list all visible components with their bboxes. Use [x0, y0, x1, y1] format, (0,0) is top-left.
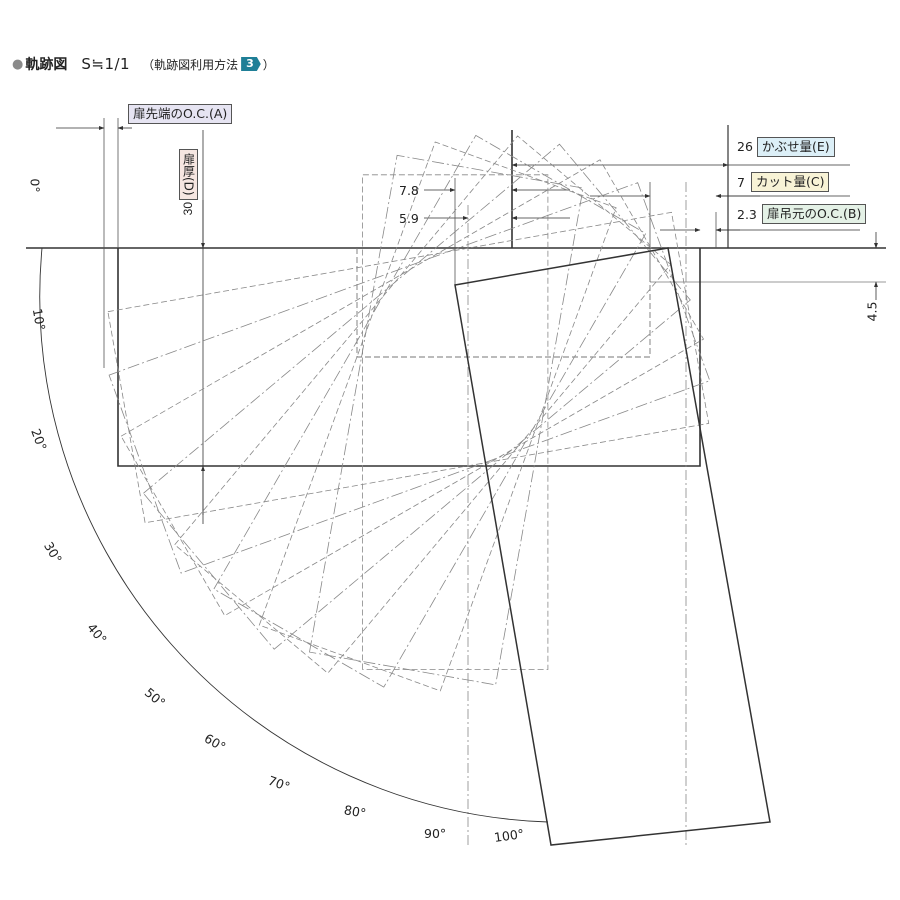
door-position-80: [309, 154, 584, 686]
door-position-10: [107, 211, 710, 524]
dim-78-label: 7.8: [399, 183, 419, 198]
reference-badge[interactable]: 3: [241, 57, 261, 71]
label-door-tip-oc: 扉先端のO.C.(A): [128, 104, 233, 124]
door-position-90: [362, 174, 549, 670]
label-cut-amount: カット量(C): [751, 172, 830, 192]
usage-reference-prefix: （軌跡図利用方法: [142, 57, 239, 72]
cut-value: 7: [737, 175, 745, 190]
dim-59-label: 5.9: [399, 211, 419, 226]
label-overlay-amount: かぶせ量(E): [757, 137, 835, 157]
door-open-100: [454, 247, 771, 846]
door-thickness-value: 30: [181, 201, 195, 215]
hinge-cup-outline: [356, 248, 651, 358]
angle-label-0: 0°: [27, 178, 43, 193]
door-position-20: [108, 182, 711, 574]
dim-45-label: 4.5: [864, 301, 880, 322]
door-position-50: [174, 135, 672, 674]
overlay-value: 26: [737, 139, 753, 154]
closed-door-outline: [117, 248, 701, 467]
door-position-60: [213, 134, 647, 688]
door-position-40: [142, 143, 691, 650]
label-hinge-side-oc: 扉吊元のO.C.(B): [762, 204, 867, 224]
hinge-side-value: 2.3: [737, 207, 757, 222]
label-door-thickness: 扉厚(D): [178, 149, 198, 200]
door-position-30: [120, 159, 705, 617]
usage-reference[interactable]: （軌跡図利用方法 3 ）: [142, 56, 275, 73]
usage-reference-suffix: ）: [262, 57, 275, 72]
scale-label: S≒1/1: [81, 55, 131, 73]
door-swing-positions: [107, 134, 711, 692]
swing-angle-arc: [39, 247, 549, 823]
diagram-header: ● 軌跡図 S≒1/1 （軌跡図利用方法 3 ）: [12, 54, 275, 74]
diagram-title: 軌跡図: [25, 57, 68, 73]
bullet-icon: ●: [12, 56, 24, 72]
door-thickness-label-group: 扉厚(D) 30: [176, 149, 200, 215]
door-position-70: [258, 141, 617, 692]
angle-label-90: 90°: [424, 826, 447, 841]
